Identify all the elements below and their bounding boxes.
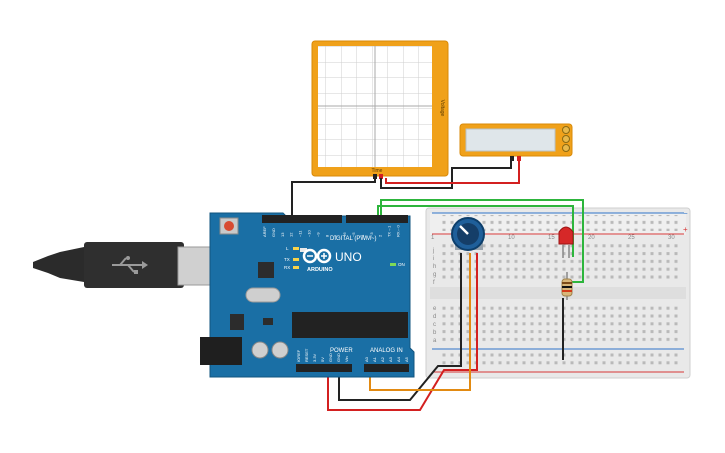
breadboard-col-20: 20 (588, 235, 595, 241)
digital-pin-label--5: ~5 (351, 232, 356, 237)
digital-pin-label-12: 12 (289, 232, 294, 237)
led-rx-label: RX (284, 265, 290, 270)
row-e: e (433, 306, 437, 312)
breadboard-col-30: 30 (668, 235, 675, 241)
digital-pin-label-tx-1: TX→1 (387, 225, 392, 237)
digital-pin-label-2: 2 (378, 234, 383, 237)
power-pin-label-vin: Vin (344, 356, 349, 362)
power-header-label: POWER (330, 348, 353, 354)
digital-pin-label-13: 13 (280, 232, 285, 237)
resistor[interactable] (561, 272, 573, 300)
arduino-uno[interactable]: DIGITAL (PWM~) UNO ARDUINO L TX RX ON PO… (200, 212, 415, 378)
led-l-label: L (286, 246, 289, 251)
analog-pin-label-a3: A3 (388, 356, 393, 362)
led-tx-label: TX (284, 257, 290, 262)
wires[interactable] (291, 160, 584, 411)
arduino-logo (302, 248, 332, 264)
row-c: c (433, 322, 436, 328)
rail-minus-label: − (683, 209, 688, 218)
scope-terminal-positive[interactable] (379, 174, 383, 179)
usb-icon (112, 256, 148, 274)
digital-pin-label-rx-0: RX←0 (396, 224, 401, 237)
wire-scope-gnd[interactable] (291, 178, 376, 215)
power-header[interactable] (296, 364, 352, 372)
power-pin-label-gnd: GND (336, 353, 341, 362)
analog-pin-label-a2: A2 (380, 356, 385, 362)
digital-pin-label--6: ~6 (342, 232, 347, 237)
multimeter-mode-v-button[interactable] (562, 135, 570, 143)
digital-pin-label--3: ~3 (369, 232, 374, 237)
breadboard[interactable]: 1 5 10 15 20 25 30 j i h g f e d c b a +… (425, 207, 691, 379)
row-i: i (433, 256, 434, 262)
row-f: f (433, 280, 435, 286)
arduino-brand-text: ARDUINO (307, 267, 333, 273)
scope-terminal-negative[interactable] (373, 174, 377, 179)
time-axis-label: Time (372, 168, 383, 174)
potentiometer-knob-indicator (459, 225, 469, 235)
multimeter[interactable] (459, 123, 573, 161)
analog-pin-label-a1: A1 (372, 356, 377, 362)
multimeter-v-terminal[interactable] (517, 156, 521, 161)
wire-scope-meter-gnd[interactable] (380, 160, 512, 189)
breadboard-col-1: 1 (431, 235, 435, 241)
digital-pin-label-gnd: GND (271, 228, 276, 237)
led[interactable] (558, 226, 574, 258)
power-pin-label-reset: RESET (304, 348, 309, 362)
led-on-label: ON (398, 262, 405, 267)
analog-header[interactable] (364, 364, 409, 372)
power-pin-label-3-3v: 3.3V (312, 353, 317, 362)
digital-pin-label--11: ~11 (298, 230, 303, 237)
multimeter-display (465, 128, 556, 152)
potentiometer[interactable] (451, 217, 485, 251)
atmega-chip (292, 312, 408, 338)
multimeter-com-terminal[interactable] (510, 156, 514, 161)
power-pin-label-ioref: IOREF (296, 349, 301, 362)
digital-pin-label-8: 8 (324, 234, 329, 237)
usb-cable[interactable] (33, 242, 239, 288)
voltage-axis-label: Voltage (439, 100, 445, 117)
row-b: b (433, 330, 437, 336)
digital-pin-label-4: 4 (360, 234, 365, 237)
breadboard-col-25: 25 (628, 235, 635, 241)
analog-header-label: ANALOG IN (370, 348, 403, 354)
row-a: a (433, 338, 437, 344)
wire-gnd[interactable] (338, 253, 462, 401)
analog-pin-label-a4: A4 (396, 356, 401, 362)
reset-button-cap[interactable] (224, 221, 234, 231)
digital-pin-label-aref: AREF (262, 226, 267, 237)
digital-pin-label--10: ~10 (307, 229, 312, 237)
row-d: d (433, 314, 436, 320)
digital-pin-label--9: ~9 (315, 232, 320, 237)
wire-meter-v[interactable] (385, 160, 520, 184)
uno-logo-text: UNO (335, 250, 362, 264)
header-digital-label: DIGITAL (PWM~) (330, 236, 377, 242)
analog-pin-label-a0: A0 (364, 356, 369, 362)
row-j: j (432, 248, 434, 254)
multimeter-mode-ohm-button[interactable] (562, 144, 570, 152)
analog-pin-label-a5: A5 (404, 356, 409, 362)
power-pin-label-5v: 5V (320, 357, 325, 362)
rail-plus-label: + (683, 225, 688, 234)
breadboard-col-15: 15 (548, 235, 555, 241)
power-pin-label-gnd: GND (328, 353, 333, 362)
wire-a0[interactable] (369, 253, 471, 391)
row-g: g (433, 272, 436, 278)
row-h: h (433, 264, 436, 270)
multimeter-mode-a-button[interactable] (562, 126, 570, 134)
oscilloscope[interactable]: Voltage Time (311, 40, 449, 179)
digital-pin-label-7: 7 (333, 234, 338, 237)
breadboard-col-10: 10 (508, 235, 515, 241)
power-jack[interactable] (200, 337, 242, 365)
